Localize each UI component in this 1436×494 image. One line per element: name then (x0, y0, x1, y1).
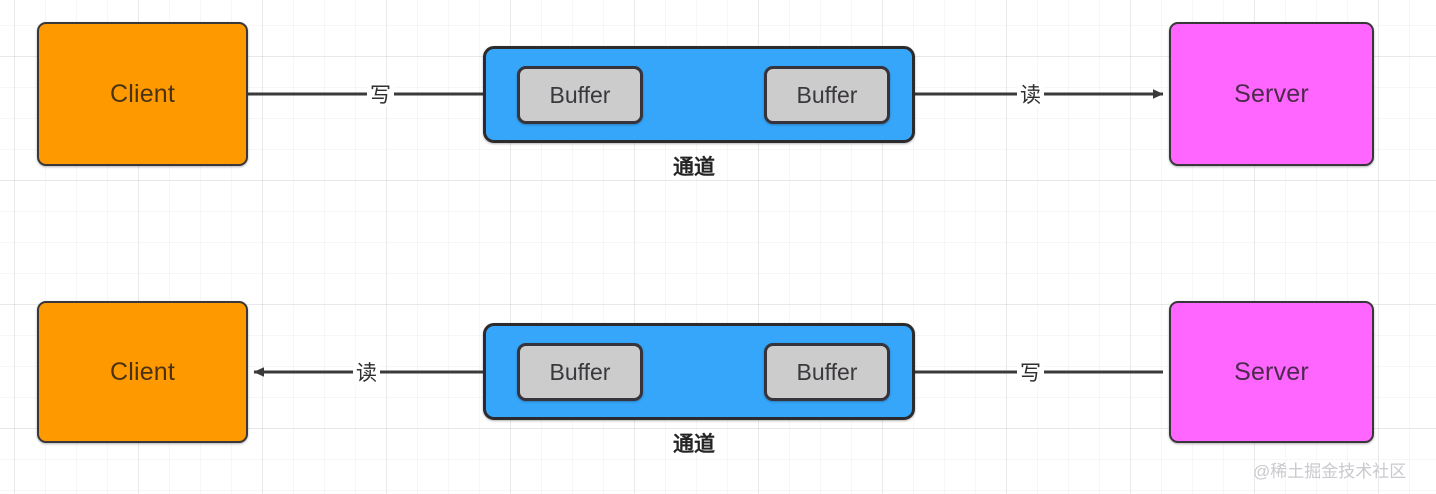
client-node-row2[interactable]: Client (37, 301, 248, 443)
buffer-node-row1-left[interactable]: Buffer (517, 66, 643, 124)
buffer-node-row2-right[interactable]: Buffer (764, 343, 890, 401)
channel-caption-row2: 通道 (673, 433, 715, 456)
edge-label-row1-read: 读 (1017, 84, 1044, 107)
buffer-label-row1-right: Buffer (796, 81, 858, 108)
buffer-label-row2-left: Buffer (549, 358, 611, 385)
client-label-row2: Client (109, 357, 176, 386)
edge-label-row2-write: 写 (1017, 362, 1044, 385)
server-label-row2: Server (1234, 357, 1309, 386)
buffer-label-row1-left: Buffer (549, 81, 611, 108)
watermark-text: @稀土掘金技术社区 (1253, 462, 1407, 481)
server-node-row1[interactable]: Server (1169, 22, 1374, 166)
client-node-row1[interactable]: Client (37, 22, 248, 166)
edge-label-row1-write: 写 (367, 84, 394, 107)
buffer-label-row2-right: Buffer (796, 358, 858, 385)
edge-label-row2-read: 读 (353, 362, 380, 385)
buffer-node-row2-left[interactable]: Buffer (517, 343, 643, 401)
client-label-row1: Client (109, 79, 176, 108)
channel-caption-row1: 通道 (673, 156, 715, 179)
server-node-row2[interactable]: Server (1169, 301, 1374, 443)
server-label-row1: Server (1234, 79, 1309, 108)
buffer-node-row1-right[interactable]: Buffer (764, 66, 890, 124)
